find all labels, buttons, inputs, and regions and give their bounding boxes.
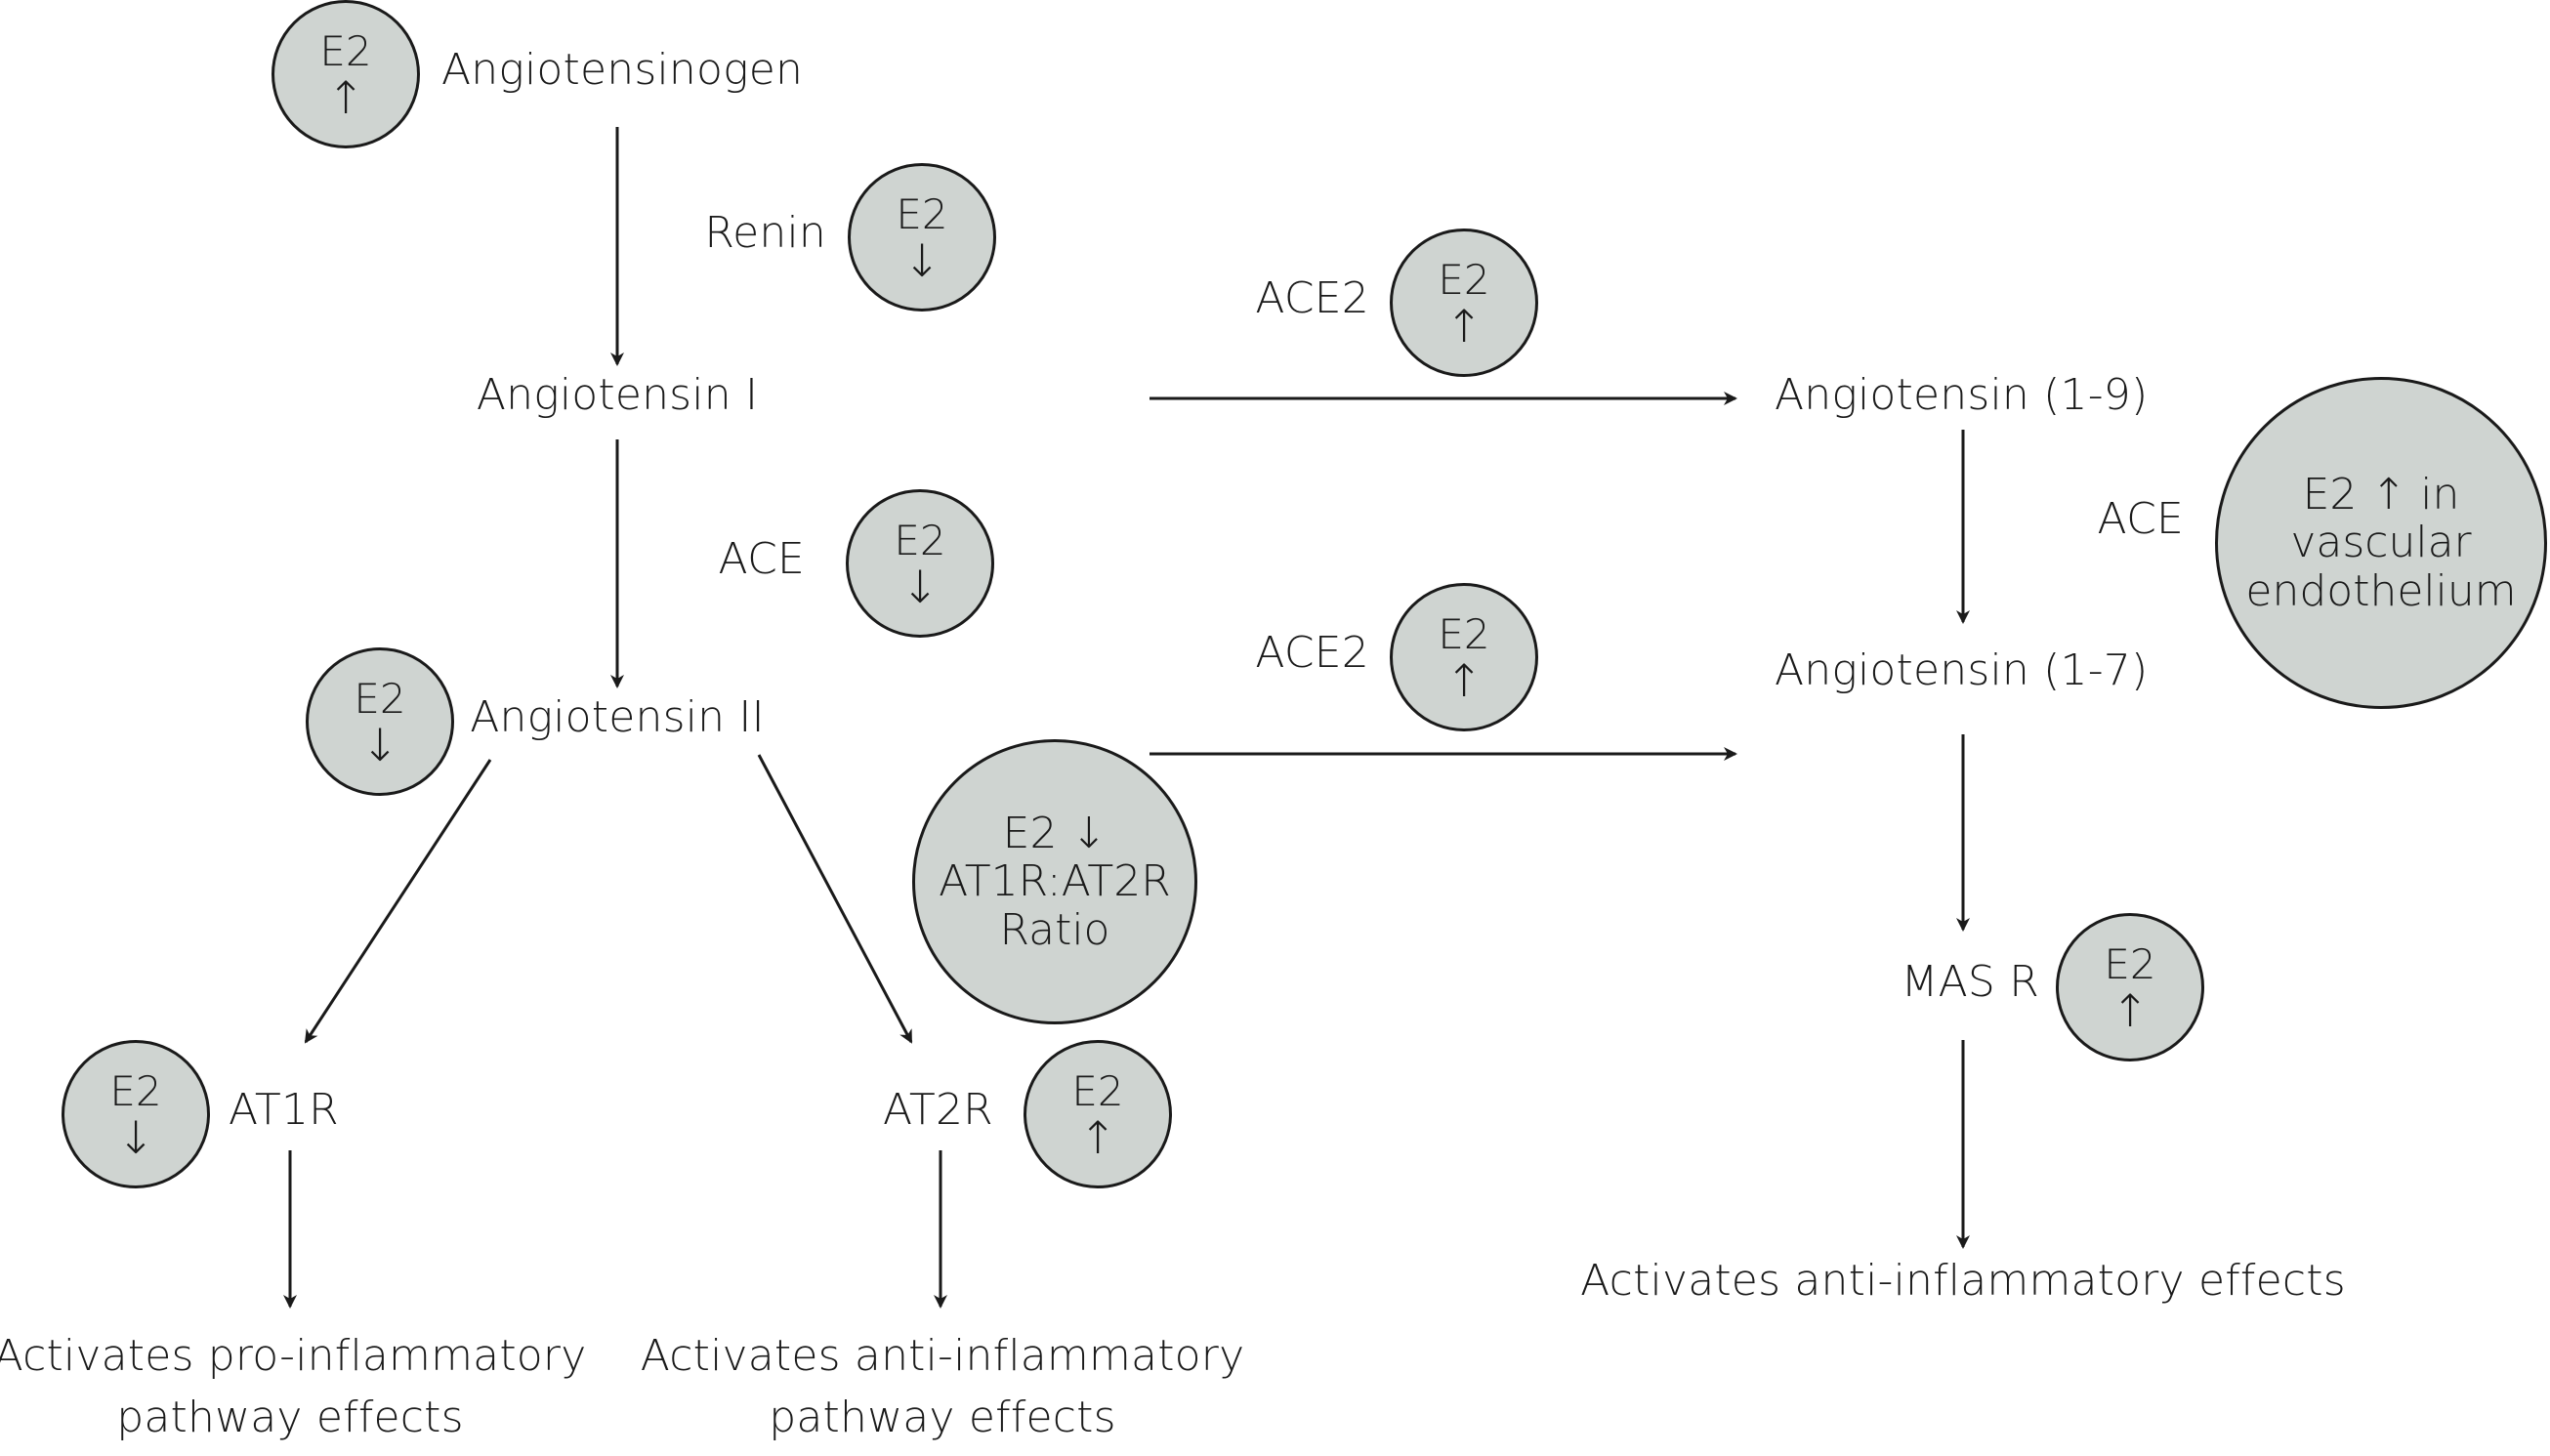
ace2-bottom-label: ACE2 <box>1255 628 1369 678</box>
renin-label: Renin <box>704 208 826 258</box>
at1r-label: AT1R <box>229 1085 339 1135</box>
up-arrow-icon: ↑ <box>326 70 365 124</box>
badge-text: E2 ↓ <box>1002 809 1108 859</box>
e2-badge-ace2-bottom: E2 ↑ <box>1390 583 1538 731</box>
ace-right-label: ACE <box>2097 494 2184 544</box>
e2-badge-angiotensin-ii: E2 ↓ <box>306 647 454 796</box>
pro-inflammatory-effects-line2: pathway effects <box>116 1393 464 1442</box>
badge-text: E2 <box>354 675 406 724</box>
angiotensinogen-label: Angiotensinogen <box>441 45 804 95</box>
anti-inflammatory-effects-line1: Activates anti-inflammatory <box>640 1331 1245 1381</box>
down-arrow-icon: ↓ <box>360 718 399 771</box>
badge-text: E2 <box>1438 610 1490 659</box>
pro-inflammatory-effects-line1: Activates pro-inflammatory <box>0 1331 587 1381</box>
arrow-angiotensin-ii-to-at2r <box>757 754 913 1044</box>
down-arrow-icon: ↓ <box>902 233 941 287</box>
badge-text: E2 <box>2104 940 2156 989</box>
e2-badge-at2r: E2 ↑ <box>1024 1040 1172 1188</box>
badge-text: E2 ↑ in <box>2302 470 2460 520</box>
e2-endothelium-badge: E2 ↑ in vascular endothelium <box>2215 377 2547 709</box>
up-arrow-icon: ↑ <box>1078 1110 1117 1164</box>
up-arrow-icon: ↑ <box>1444 299 1484 353</box>
mas-r-label: MAS R <box>1901 957 2039 1007</box>
angiotensin-1-7-label: Angiotensin (1-7) <box>1775 645 2149 695</box>
badge-text: endothelium <box>2245 565 2517 616</box>
badge-text: Ratio <box>999 904 1110 955</box>
e2-badge-ace2-top: E2 ↑ <box>1390 229 1538 377</box>
e2-badge-angiotensinogen: E2 ↑ <box>272 0 420 148</box>
e2-badge-mas-r: E2 ↑ <box>2056 913 2204 1061</box>
anti-inflammatory-effects-line2: pathway effects <box>769 1393 1116 1442</box>
badge-text: AT1R:AT2R <box>939 856 1171 907</box>
e2-badge-at1r: E2 ↓ <box>62 1040 210 1188</box>
anti-inflammatory-effects-right: Activates anti-inflammatory effects <box>1580 1256 2346 1306</box>
angiotensin-i-label: Angiotensin I <box>476 370 759 420</box>
angiotensin-ii-label: Angiotensin II <box>470 692 765 742</box>
e2-badge-ace-left: E2 ↓ <box>846 489 994 638</box>
e2-badge-renin: E2 ↓ <box>848 163 996 312</box>
badge-text: E2 <box>109 1067 162 1116</box>
badge-text: E2 <box>896 190 948 239</box>
badge-text: E2 <box>894 517 946 565</box>
up-arrow-icon: ↑ <box>1444 653 1484 707</box>
e2-ratio-badge: E2 ↓ AT1R:AT2R Ratio <box>912 739 1197 1024</box>
badge-text: vascular <box>2290 518 2472 568</box>
up-arrow-icon: ↑ <box>2111 983 2150 1037</box>
badge-text: E2 <box>1071 1067 1124 1116</box>
ace-left-label: ACE <box>718 534 805 584</box>
arrow-angiotensin-ii-to-at1r <box>304 759 492 1044</box>
down-arrow-icon: ↓ <box>116 1110 155 1164</box>
at2r-label: AT2R <box>883 1085 993 1135</box>
down-arrow-icon: ↓ <box>900 560 940 613</box>
badge-text: E2 <box>1438 256 1490 305</box>
ace2-top-label: ACE2 <box>1255 273 1369 323</box>
badge-text: E2 <box>319 27 372 76</box>
angiotensin-1-9-label: Angiotensin (1-9) <box>1775 370 2149 420</box>
